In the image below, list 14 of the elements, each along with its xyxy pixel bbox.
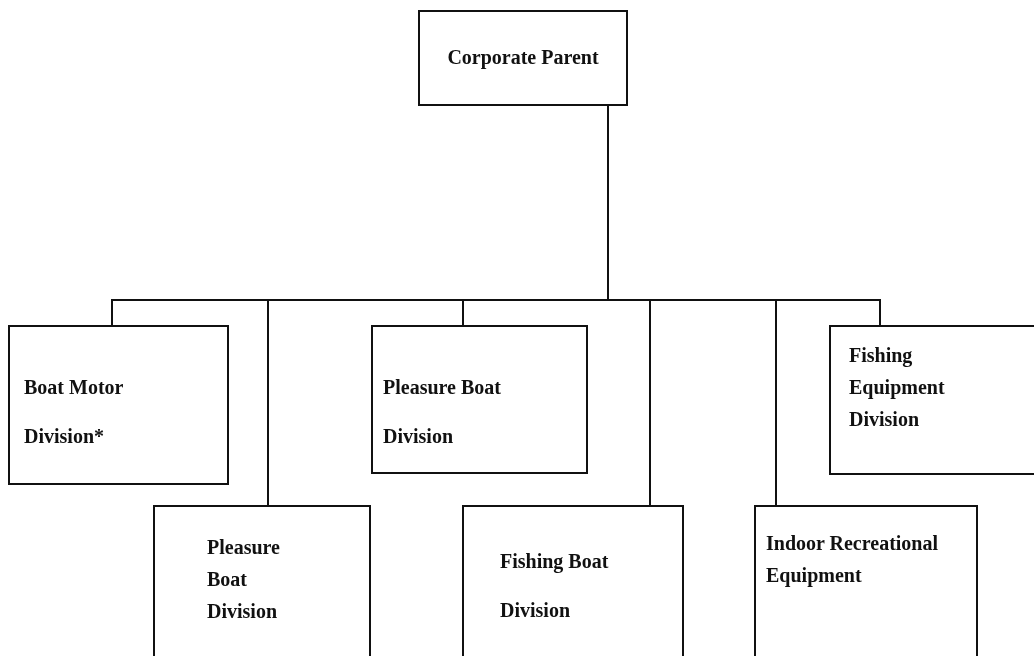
division-box xyxy=(462,505,684,656)
division-box xyxy=(754,505,978,656)
box-label: Corporate Parent xyxy=(446,45,600,69)
division-box xyxy=(371,325,588,474)
box-label: Boat Motor Division* xyxy=(24,375,125,449)
parent-box xyxy=(418,10,628,106)
box-label: Pleasure Boat Division xyxy=(207,535,281,624)
division-box xyxy=(8,325,229,485)
box-label: Indoor Recreational Equipment xyxy=(766,531,940,589)
box-label: Fishing Equipment Division xyxy=(849,343,946,432)
box-label: Pleasure Boat Division xyxy=(383,375,502,449)
division-box xyxy=(153,505,371,656)
division-box xyxy=(829,325,1034,475)
box-label: Fishing Boat Division xyxy=(500,549,610,623)
